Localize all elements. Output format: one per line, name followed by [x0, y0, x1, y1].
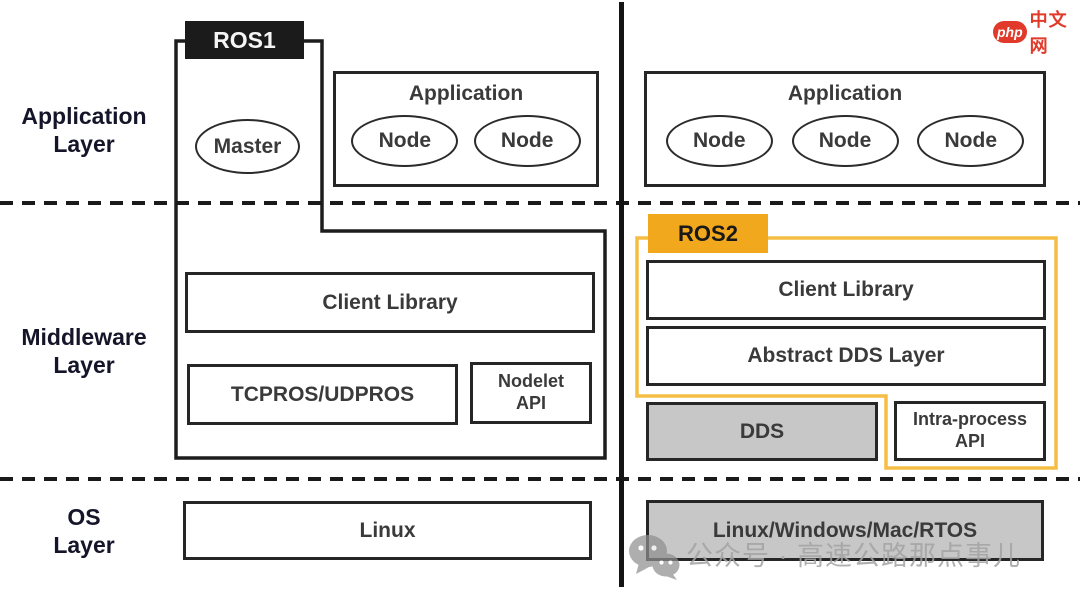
middleware-layer-label: Middleware Layer	[0, 323, 168, 379]
ros2-client-library-box: Client Library	[646, 260, 1046, 320]
column-divider-line	[619, 2, 624, 587]
ros1-os-box: Linux	[183, 501, 592, 560]
ros1-node-row: Node Node	[336, 106, 596, 184]
ros2-application-title: Application	[787, 82, 903, 105]
ros1-container-outline	[174, 39, 607, 460]
ros2-node-ellipse: Node	[665, 115, 773, 167]
ros2-node-row: Node Node Node	[647, 106, 1043, 184]
ros2-intra-process-line1: Intra-process	[912, 409, 1028, 430]
ros1-nodelet-api-line2: API	[515, 393, 546, 413]
application-layer-label: Application Layer	[0, 102, 168, 158]
watermark-text: 公众号 · 高速公路那点事儿	[686, 541, 1021, 571]
ros2-intra-process-line2: API	[954, 431, 985, 451]
ros1-nodelet-api-line1: Nodelet	[497, 371, 564, 392]
ros1-badge: ROS1	[185, 21, 304, 59]
ros1-client-library-box: Client Library	[185, 272, 595, 333]
ros2-os-box: Linux/Windows/Mac/RTOS	[646, 500, 1044, 561]
middleware-layer-label-line2: Layer	[53, 352, 115, 379]
ros2-node-ellipse: Node	[917, 115, 1025, 167]
layer-separator-dashed-top	[0, 201, 1080, 205]
layer-separator-dashed-bottom	[0, 477, 1080, 481]
ros2-badge: ROS2	[648, 214, 768, 253]
ros2-dds-box: DDS	[646, 402, 878, 461]
wechat-icon	[629, 535, 680, 580]
php-logo-text: 中文网	[1029, 10, 1068, 56]
os-layer-label-line2: Layer	[53, 532, 115, 559]
ros1-node-ellipse: Node	[351, 115, 459, 167]
application-layer-label-line2: Layer	[53, 131, 115, 158]
ros1-nodelet-api-box: Nodelet API	[470, 362, 592, 424]
ros2-application-box: Application Node Node Node	[644, 71, 1046, 187]
middleware-layer-label-line1: Middleware	[21, 324, 147, 350]
php-logo-badge: php	[993, 21, 1027, 43]
ros2-node-ellipse: Node	[791, 115, 899, 167]
os-layer-label-line1: OS	[67, 504, 101, 530]
ros1-application-box: Application Node Node	[333, 71, 599, 187]
os-layer-label: OS Layer	[0, 503, 168, 559]
application-layer-label-line1: Application	[21, 103, 147, 129]
ros2-abstract-dds-box: Abstract DDS Layer	[646, 326, 1046, 386]
ros1-application-title: Application	[408, 82, 524, 105]
ros2-intra-process-api-box: Intra-process API	[894, 401, 1046, 461]
ros1-transport-box: TCPROS/UDPROS	[187, 364, 458, 425]
ros1-master-ellipse: Master	[195, 119, 300, 174]
ros1-node-ellipse: Node	[473, 115, 581, 167]
site-logo: php 中文网	[993, 6, 1080, 58]
ros2-container-outline	[635, 236, 1058, 470]
